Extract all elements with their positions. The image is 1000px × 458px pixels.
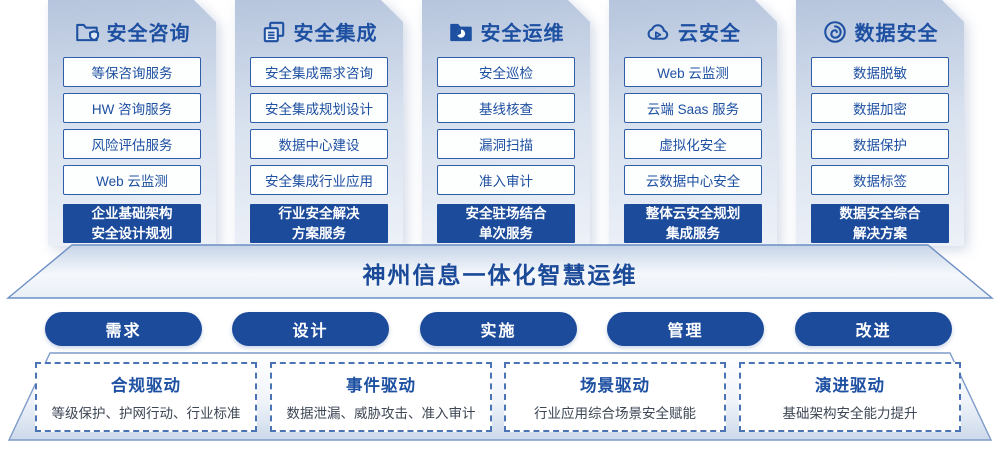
service-item: 数据保护 <box>811 129 949 159</box>
cloud-icon <box>645 19 671 45</box>
column-header-data-security: 数据安全 <box>796 17 964 46</box>
service-item: 数据标签 <box>811 165 949 195</box>
service-item: Web 云监测 <box>63 165 201 195</box>
driver-compliance: 合规驱动 等级保护、护网行动、行业标准 <box>35 362 257 432</box>
column-cloud-security: 云安全 Web 云监测 云端 Saas 服务 虚拟化安全 云数据中心安全 整体云… <box>609 0 777 246</box>
service-item: 数据脱敏 <box>811 57 949 87</box>
service-item: 基线核查 <box>437 93 575 123</box>
pill-label: 改进 <box>855 323 892 340</box>
service-item: 安全集成行业应用 <box>250 165 388 195</box>
column-header-security-consulting: 安全咨询 <box>48 17 216 46</box>
driver-evolution: 演进驱动 基础架构安全能力提升 <box>739 362 961 432</box>
fingerprint-icon <box>822 19 848 45</box>
driver-title: 场景驱动 <box>580 377 650 395</box>
service-item: 数据加密 <box>811 93 949 123</box>
banner-title: 神州信息一体化智慧运维 <box>362 262 638 288</box>
service-item: 云数据中心安全 <box>624 165 762 195</box>
driver-title: 事件驱动 <box>346 377 416 395</box>
column-title: 安全集成 <box>293 23 378 45</box>
column-footer-highlight: 行业安全解决 方案服务 <box>250 204 388 243</box>
driver-title: 演进驱动 <box>815 377 885 395</box>
driver-desc: 基础架构安全能力提升 <box>782 406 918 421</box>
driver-desc: 数据泄漏、威胁攻击、准入审计 <box>286 406 476 421</box>
folder-chart-icon <box>448 19 474 45</box>
driver-desc: 行业应用综合场景安全赋能 <box>534 406 696 421</box>
service-item: HW 咨询服务 <box>63 93 201 123</box>
column-header-security-integration: 安全集成 <box>235 17 403 46</box>
column-data-security: 数据安全 数据脱敏 数据加密 数据保护 数据标签 数据安全综合 解决方案 <box>796 0 964 246</box>
service-item: 准入审计 <box>437 165 575 195</box>
column-header-security-operations: 安全运维 <box>422 17 590 46</box>
service-item: 数据中心建设 <box>250 129 388 159</box>
column-title: 数据安全 <box>854 23 939 45</box>
pill-label: 管理 <box>667 323 704 340</box>
service-item: 漏洞扫描 <box>437 129 575 159</box>
pill-label: 设计 <box>292 323 329 340</box>
pill-label: 需求 <box>105 323 142 340</box>
driver-scenario: 场景驱动 行业应用综合场景安全赋能 <box>504 362 726 432</box>
pill-requirement: 需求 <box>45 312 202 346</box>
column-footer-highlight: 数据安全综合 解决方案 <box>811 204 949 243</box>
column-footer-highlight: 企业基础架构 安全设计规划 <box>63 204 201 243</box>
column-security-consulting: 安全咨询 等保咨询服务 HW 咨询服务 风险评估服务 Web 云监测 企业基础架… <box>48 0 216 246</box>
service-item: Web 云监测 <box>624 57 762 87</box>
banner-trapezoid <box>6 244 994 299</box>
pill-implementation: 实施 <box>420 312 577 346</box>
driver-title: 合规驱动 <box>111 377 181 395</box>
copy-documents-icon <box>261 19 287 45</box>
folder-shield-icon <box>74 19 100 45</box>
service-item: 安全集成规划设计 <box>250 93 388 123</box>
service-item: 安全集成需求咨询 <box>250 57 388 87</box>
service-item: 风险评估服务 <box>63 129 201 159</box>
driver-desc: 等级保护、护网行动、行业标准 <box>51 406 241 421</box>
pill-management: 管理 <box>607 312 764 346</box>
service-item: 等保咨询服务 <box>63 57 201 87</box>
column-security-integration: 安全集成 安全集成需求咨询 安全集成规划设计 数据中心建设 安全集成行业应用 行… <box>235 0 403 246</box>
pill-design: 设计 <box>232 312 389 346</box>
driver-incident: 事件驱动 数据泄漏、威胁攻击、准入审计 <box>270 362 492 432</box>
column-footer-highlight: 安全驻场结合 单次服务 <box>437 204 575 243</box>
service-item: 云端 Saas 服务 <box>624 93 762 123</box>
column-title: 安全运维 <box>480 23 565 45</box>
column-footer-highlight: 整体云安全规划 集成服务 <box>624 204 762 243</box>
pill-label: 实施 <box>480 323 517 340</box>
column-title: 云安全 <box>678 23 741 45</box>
service-item: 安全巡检 <box>437 57 575 87</box>
column-security-operations: 安全运维 安全巡检 基线核查 漏洞扫描 准入审计 安全驻场结合 单次服务 <box>422 0 590 246</box>
column-title: 安全咨询 <box>106 23 191 45</box>
pill-improvement: 改进 <box>795 312 952 346</box>
service-item: 虚拟化安全 <box>624 129 762 159</box>
column-header-cloud-security: 云安全 <box>609 17 777 46</box>
